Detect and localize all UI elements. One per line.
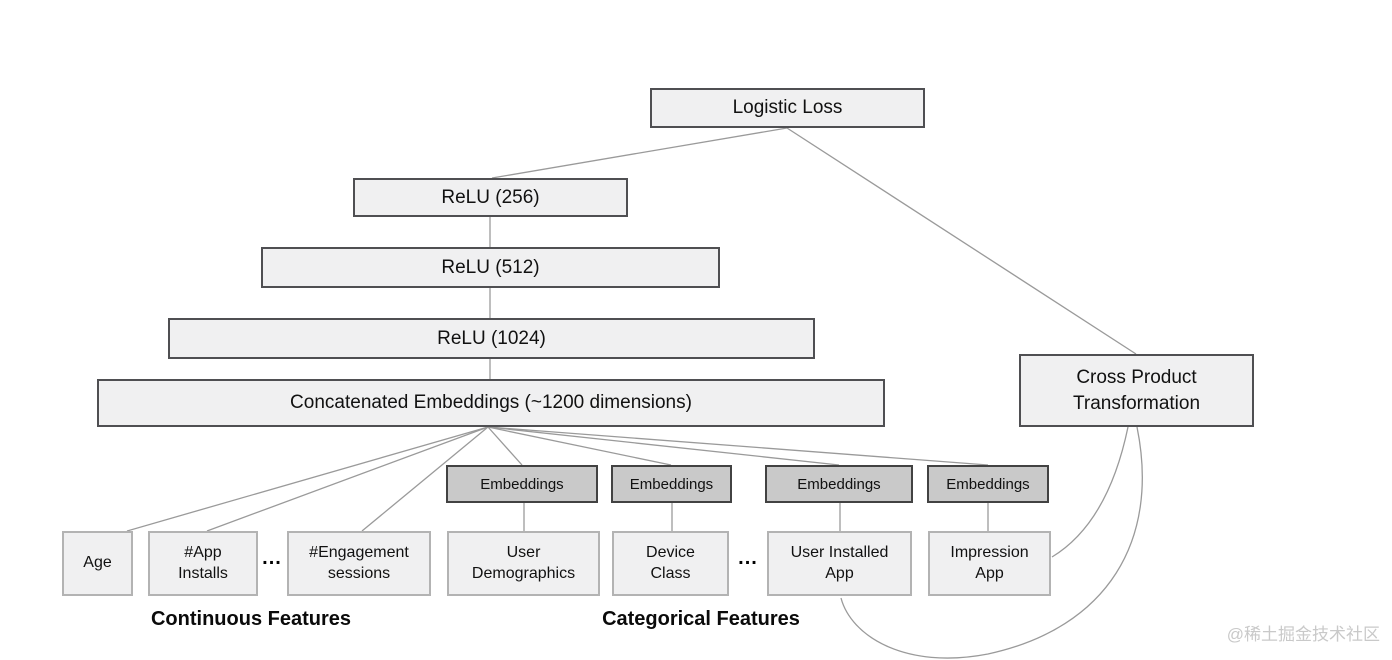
cross-product-transformation-box: Cross Product Transformation: [1019, 354, 1254, 427]
concatenated-embeddings-label: Concatenated Embeddings (~1200 dimension…: [290, 392, 692, 413]
feature-box-user-installed-app: User Installed App: [767, 531, 912, 596]
feature-box-age: Age: [62, 531, 133, 596]
edge-concat-engagement: [361, 426, 489, 532]
edge-concat-emb4: [487, 426, 989, 466]
edge-concat-emb1: [487, 426, 523, 466]
embeddings-label: Embeddings: [946, 475, 1030, 493]
feature-box-engagement-sessions: #Engagement sessions: [287, 531, 431, 596]
feature-label-user-installed-app: User Installed App: [790, 543, 889, 582]
relu-512-label: ReLU (512): [441, 256, 540, 278]
categorical-ellipsis: ...: [738, 546, 758, 569]
embeddings-label: Embeddings: [629, 475, 714, 493]
edge-concat-age: [126, 426, 489, 532]
feature-label-device-class: Device Class: [646, 543, 695, 582]
relu-1024-label: ReLU (1024): [437, 327, 546, 349]
feature-label-age: Age: [83, 554, 112, 572]
feature-label-impression-app: Impression App: [950, 543, 1029, 582]
edge-concat-emb3: [487, 426, 840, 466]
relu-256-label: ReLU (256): [441, 186, 540, 208]
continuous-ellipsis: ...: [262, 546, 282, 569]
feature-label-engagement-sessions: #Engagement sessions: [309, 543, 409, 582]
edge-loss-to-relu256: [491, 127, 788, 179]
embeddings-box-user-demographics: Embeddings: [446, 465, 598, 503]
continuous-features-label: Continuous Features: [150, 608, 351, 630]
relu-1024-box: ReLU (1024): [168, 318, 815, 359]
feature-box-impression-app: Impression App: [928, 531, 1051, 596]
watermark: @稀土掘金技术社区: [1226, 625, 1380, 644]
edge-loss-to-crossproduct: [786, 127, 1137, 355]
relu-512-box: ReLU (512): [261, 247, 720, 288]
logistic-loss-label: Logistic Loss: [732, 97, 843, 118]
edge-concat-emb2: [487, 426, 672, 466]
feature-label-app-installs: #App Installs: [178, 543, 228, 582]
feature-box-user-demographics: User Demographics: [447, 531, 600, 596]
edge-crossproduct-impression: [1051, 426, 1129, 558]
embeddings-box-device-class: Embeddings: [611, 465, 732, 503]
embeddings-box-user-installed-app: Embeddings: [765, 465, 913, 503]
edge-concat-appinstalls: [206, 426, 489, 532]
concatenated-embeddings-box: Concatenated Embeddings (~1200 dimension…: [97, 379, 885, 427]
embeddings-label: Embeddings: [797, 475, 881, 493]
cross-product-transformation-label: Cross Product Transformation: [1072, 366, 1201, 414]
feature-box-device-class: Device Class: [612, 531, 729, 596]
feature-label-user-demographics: User Demographics: [471, 543, 576, 582]
logistic-loss-box: Logistic Loss: [650, 88, 925, 128]
embeddings-label: Embeddings: [480, 475, 564, 493]
categorical-features-label: Categorical Features: [602, 608, 800, 630]
feature-box-app-installs: #App Installs: [148, 531, 258, 596]
relu-256-box: ReLU (256): [353, 178, 628, 217]
embeddings-box-impression-app: Embeddings: [927, 465, 1049, 503]
edge-crossproduct-userinstalled: [840, 426, 1143, 659]
